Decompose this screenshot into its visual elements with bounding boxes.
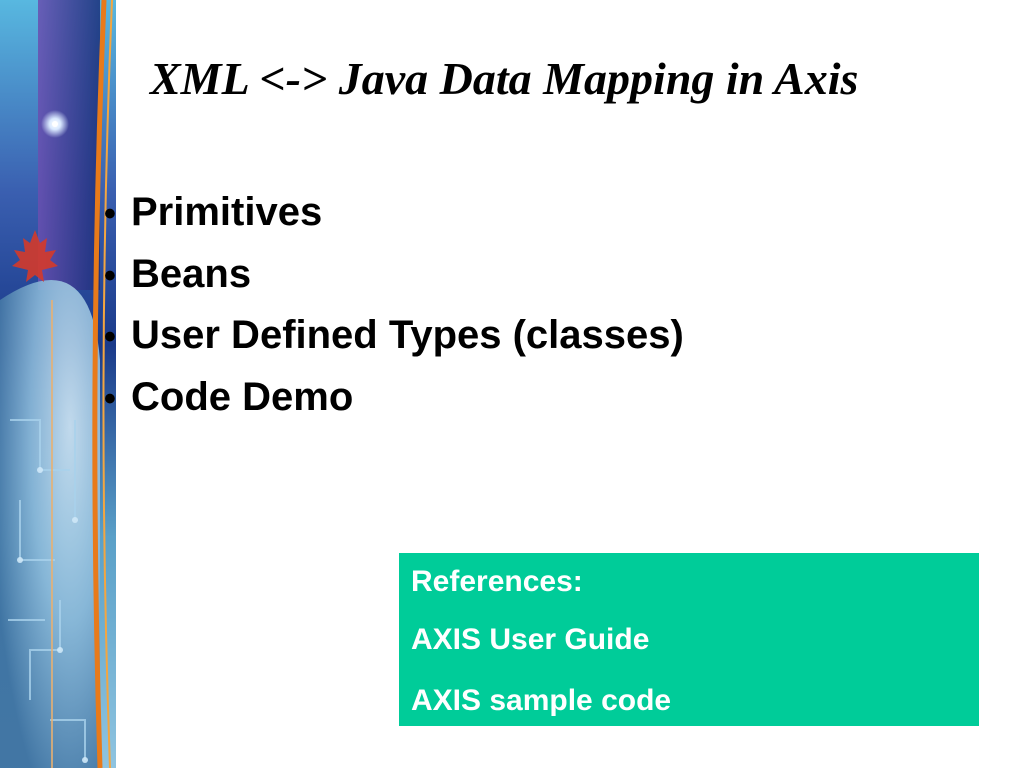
bullet-text: User Defined Types (classes) <box>131 313 684 357</box>
bullet-item: • Beans <box>104 245 684 307</box>
slide-title: XML <-> Java Data Mapping in Axis <box>150 53 859 104</box>
bullet-icon: • <box>104 195 116 233</box>
maple-leaf-icon <box>12 230 58 282</box>
bullet-icon: • <box>104 318 116 356</box>
bullet-item: • Primitives <box>104 183 684 245</box>
bullet-text: Primitives <box>131 190 323 234</box>
bullet-icon: • <box>104 379 116 418</box>
references-heading: References: <box>411 565 583 598</box>
bullet-item: • User Defined Types (classes) <box>104 306 684 368</box>
bullet-text: Code Demo <box>131 374 354 419</box>
band-graphic <box>0 0 120 768</box>
bullet-text: Beans <box>131 251 252 296</box>
bullet-list: • Primitives • Beans • User Defined Type… <box>104 183 684 429</box>
references-box: References: AXIS User Guide AXIS sample … <box>399 553 979 726</box>
reference-item: AXIS User Guide <box>411 623 650 656</box>
bullet-item: • Code Demo <box>104 368 684 430</box>
decorative-left-band <box>0 0 120 768</box>
reference-item: AXIS sample code <box>411 684 672 717</box>
bullet-icon: • <box>104 256 116 295</box>
